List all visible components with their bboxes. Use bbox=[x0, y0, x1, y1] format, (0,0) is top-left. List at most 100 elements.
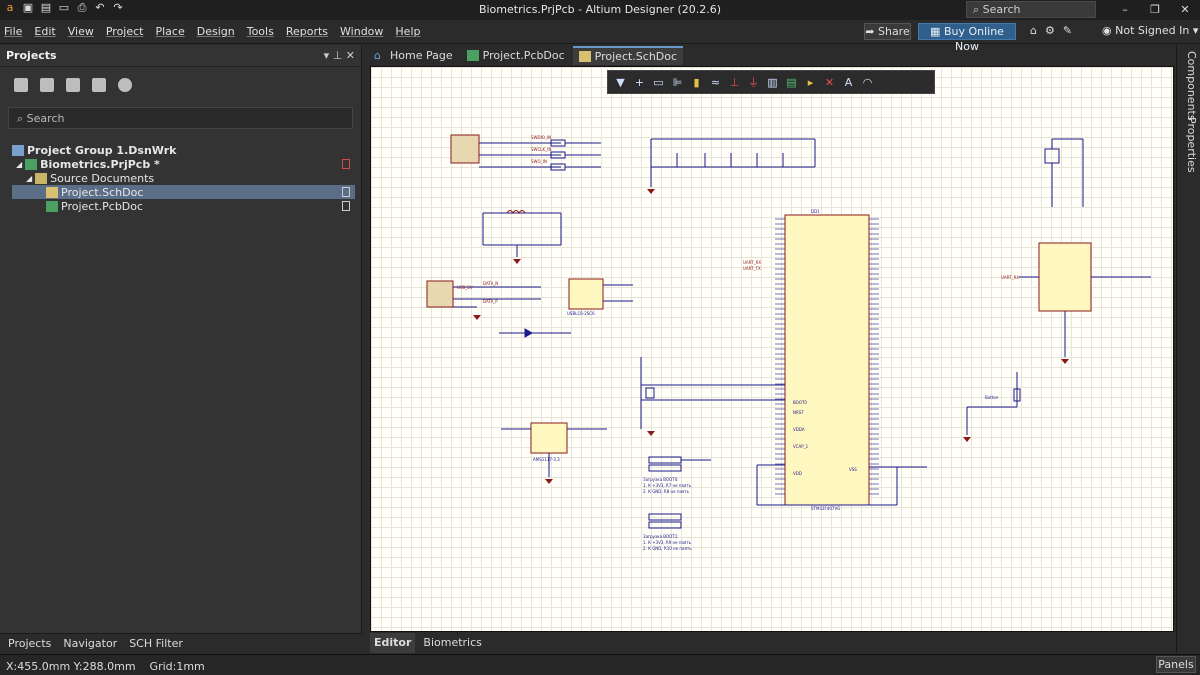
share-button[interactable]: ➦ Share bbox=[864, 23, 911, 40]
menu-file[interactable]: File bbox=[4, 25, 23, 38]
note-line: 1. К +3V3, R7 не паять bbox=[643, 483, 692, 488]
pin-label: BOOT0 bbox=[793, 400, 807, 405]
menu-list: File Edit View Project Place Design Tools Repor… bbox=[4, 25, 420, 38]
gear-icon[interactable]: ⚙ bbox=[1044, 24, 1055, 37]
tree-item-label: Project Group 1.DsnWrk bbox=[27, 143, 177, 157]
menu-reports[interactable]: Reports bbox=[285, 25, 329, 38]
home-icon[interactable]: ⌂ bbox=[1030, 24, 1037, 37]
document-icon bbox=[342, 187, 350, 197]
menu-place[interactable]: Place bbox=[155, 25, 185, 38]
tab-label: Project.PcbDoc bbox=[482, 49, 565, 62]
net-label-icon[interactable]: ⊥ bbox=[729, 75, 740, 89]
open-icon[interactable]: ▭ bbox=[58, 1, 70, 14]
part-label: USBLC6-2SC6 bbox=[567, 311, 595, 316]
tree-item-project-group[interactable]: Project Group 1.DsnWrk bbox=[12, 143, 355, 157]
open-folder-icon[interactable] bbox=[66, 78, 80, 92]
menu-window[interactable]: Window bbox=[340, 25, 384, 38]
quick-access-toolbar: a ▣ ▤ ▭ ⎙ ↶ ↷ bbox=[4, 2, 124, 14]
project-folder-icon[interactable] bbox=[92, 78, 106, 92]
status-bar: X:455.0mm Y:288.0mm Grid:1mm bbox=[0, 654, 1200, 675]
net-label: SWCLK_IN bbox=[531, 147, 551, 152]
redo-icon[interactable]: ↷ bbox=[113, 1, 123, 14]
tab-editor[interactable]: Editor bbox=[370, 633, 416, 653]
close-button[interactable]: ✕ bbox=[1180, 3, 1190, 16]
buy-online-button[interactable]: ▦ Buy Online Now bbox=[918, 23, 1016, 53]
note-line: Загрузка BOOT0: bbox=[643, 477, 679, 482]
tree-item-source-documents[interactable]: ◢ Source Documents bbox=[12, 171, 355, 185]
expand-icon[interactable]: ◢ bbox=[26, 173, 33, 183]
print-icon[interactable]: ⎙ bbox=[77, 1, 87, 14]
menu-edit[interactable]: Edit bbox=[34, 25, 56, 38]
panels-button[interactable]: Panels bbox=[1156, 656, 1196, 673]
vdd-bus bbox=[756, 464, 927, 506]
bus-icon[interactable]: ▥ bbox=[767, 75, 778, 89]
projects-search-placeholder: Search bbox=[26, 112, 65, 125]
esd-protection-chip: USBLC6-2SC6 bbox=[567, 278, 633, 316]
mcu-symbol: DD1 STM32F407VG BOOT0 NRST VDDA VCAP_1 V… bbox=[743, 209, 879, 511]
tab-properties[interactable]: Properties bbox=[1185, 117, 1198, 173]
text-icon[interactable]: A bbox=[844, 75, 853, 89]
menu-help[interactable]: Help bbox=[395, 25, 421, 38]
sheet-symbol-icon[interactable]: ▤ bbox=[786, 75, 797, 89]
boot0-resistors: Загрузка BOOT0: 1. К +3V3, R7 не паять 2… bbox=[643, 456, 711, 494]
menu-tools[interactable]: Tools bbox=[246, 25, 274, 38]
menu-project[interactable]: Project bbox=[105, 25, 144, 38]
compile-icon[interactable] bbox=[40, 78, 54, 92]
account-menu[interactable]: ◉ Not Signed In ▾ bbox=[1102, 24, 1199, 37]
no-erc-icon[interactable]: ✕ bbox=[824, 75, 835, 89]
altium-logo-icon: a bbox=[6, 1, 14, 14]
document-icon bbox=[342, 201, 350, 211]
tree-item-project[interactable]: ◢ Biometrics.PrjPcb * bbox=[12, 157, 355, 171]
modified-document-icon bbox=[342, 159, 350, 169]
restore-button[interactable]: ❐ bbox=[1150, 3, 1160, 16]
tab-label: Project.SchDoc bbox=[594, 50, 678, 63]
wire-icon[interactable]: ≈ bbox=[710, 75, 721, 89]
decoupling-capacitors bbox=[650, 138, 816, 187]
save-project-icon[interactable] bbox=[14, 78, 28, 92]
tree-item-schdoc[interactable]: Project.SchDoc bbox=[12, 185, 355, 199]
panel-controls[interactable]: ▾ ⊥ ✕ bbox=[323, 49, 355, 62]
tab-components[interactable]: Components bbox=[1185, 51, 1198, 121]
filter-icon[interactable]: ▼ bbox=[616, 75, 625, 89]
tab-sch-filter[interactable]: SCH Filter bbox=[129, 637, 183, 650]
tools-icon[interactable]: ✎ bbox=[1062, 24, 1073, 37]
tree-item-pcbdoc[interactable]: Project.PcbDoc bbox=[12, 199, 355, 213]
tab-home-page[interactable]: ⌂ Home Page bbox=[368, 46, 459, 65]
undo-icon[interactable]: ↶ bbox=[95, 1, 105, 14]
menu-view[interactable]: View bbox=[67, 25, 94, 38]
net-label: DATA_P bbox=[483, 299, 498, 304]
menu-design[interactable]: Design bbox=[196, 25, 235, 38]
select-icon[interactable]: ▭ bbox=[653, 75, 664, 89]
schematic-canvas[interactable]: SWDIO_IN SWCLK_IN SWO_IN DATA_N bbox=[370, 66, 1174, 632]
minimize-button[interactable]: – bbox=[1122, 3, 1128, 16]
save-all-icon[interactable]: ▤ bbox=[40, 1, 52, 14]
net-label: DATA_N bbox=[483, 281, 498, 286]
pcb-project-icon bbox=[25, 158, 38, 170]
tab-schdoc[interactable]: Project.SchDoc bbox=[572, 46, 684, 65]
right-panel-strip: Components Properties bbox=[1176, 45, 1200, 653]
tab-pcbdoc[interactable]: Project.PcbDoc bbox=[460, 46, 571, 65]
diode bbox=[499, 328, 571, 338]
place-part-icon[interactable]: ▮ bbox=[693, 75, 700, 89]
schematic-doc-icon bbox=[46, 186, 58, 198]
move-icon[interactable]: + bbox=[634, 75, 645, 89]
expand-icon[interactable]: ◢ bbox=[16, 159, 23, 169]
tab-projects[interactable]: Projects bbox=[8, 637, 52, 650]
settings-icon[interactable] bbox=[118, 78, 132, 92]
grid-size: Grid:1mm bbox=[149, 660, 205, 673]
power-port-icon[interactable]: ⏚ bbox=[748, 75, 759, 89]
arc-icon[interactable]: ◠ bbox=[862, 75, 873, 89]
active-bar-toolbar: ▼ + ▭ ⊫ ▮ ≈ ⊥ ⏚ ▥ ▤ ▸ ✕ A ◠ bbox=[607, 70, 935, 94]
tab-biometrics[interactable]: Biometrics bbox=[423, 636, 482, 649]
home-icon: ⌂ bbox=[374, 49, 381, 62]
align-icon[interactable]: ⊫ bbox=[672, 75, 683, 89]
left-panel-tabs: Projects Navigator SCH Filter bbox=[0, 633, 362, 653]
tree-item-label: Source Documents bbox=[50, 171, 155, 185]
port-icon[interactable]: ▸ bbox=[807, 75, 814, 89]
projects-search-input[interactable]: ⌕ Search bbox=[8, 107, 353, 129]
save-icon[interactable]: ▣ bbox=[22, 1, 34, 14]
tab-navigator[interactable]: Navigator bbox=[63, 637, 118, 650]
net-label: USB_5V bbox=[457, 285, 473, 290]
global-search-input[interactable]: ⌕ Search bbox=[966, 1, 1096, 18]
mcu-part-label: STM32F407VG bbox=[811, 506, 840, 511]
